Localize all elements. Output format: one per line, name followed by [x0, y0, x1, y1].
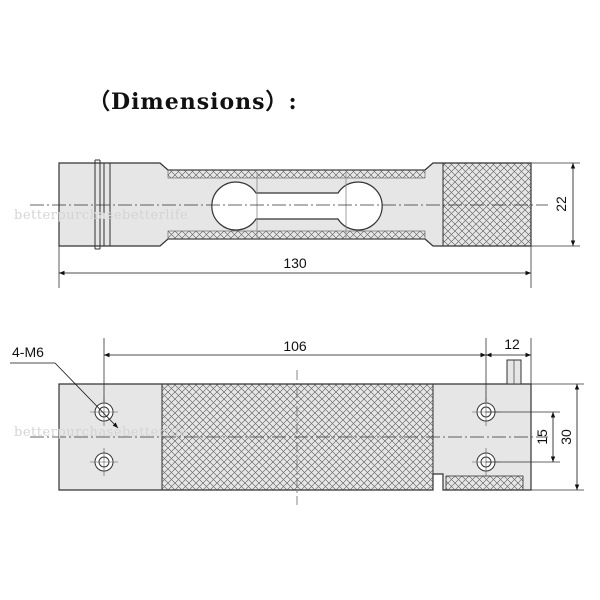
- bottom-view: 4-M6 106 12 15 30: [10, 336, 584, 505]
- top-view-strain-band-bottom: [167, 230, 426, 240]
- hole-span-label: 106: [283, 338, 307, 354]
- bottom-view-corner-block: [445, 475, 524, 491]
- watermark-bottom: betterpurchasebetterlife: [14, 425, 188, 440]
- bottom-view-height-label: 30: [558, 429, 574, 445]
- top-view-length-label: 130: [283, 255, 307, 271]
- top-view-dumbbell-hole: [211, 181, 383, 231]
- top-view-height-label: 22: [553, 196, 569, 212]
- mounting-hole-top-left: [90, 398, 118, 426]
- hole-callout-label: 4-M6: [12, 344, 44, 360]
- hole-gap-label: 15: [534, 429, 550, 445]
- mounting-hole-bottom-left: [90, 448, 118, 476]
- top-view-end-block: [442, 162, 532, 247]
- page-title: （Dimensions）:: [88, 89, 298, 115]
- top-view-strain-band-top: [167, 169, 426, 179]
- edge-offset-label: 12: [504, 336, 520, 352]
- top-view: 130 22: [30, 159, 580, 288]
- watermark-top: betterpurchasebetterlife: [14, 208, 188, 223]
